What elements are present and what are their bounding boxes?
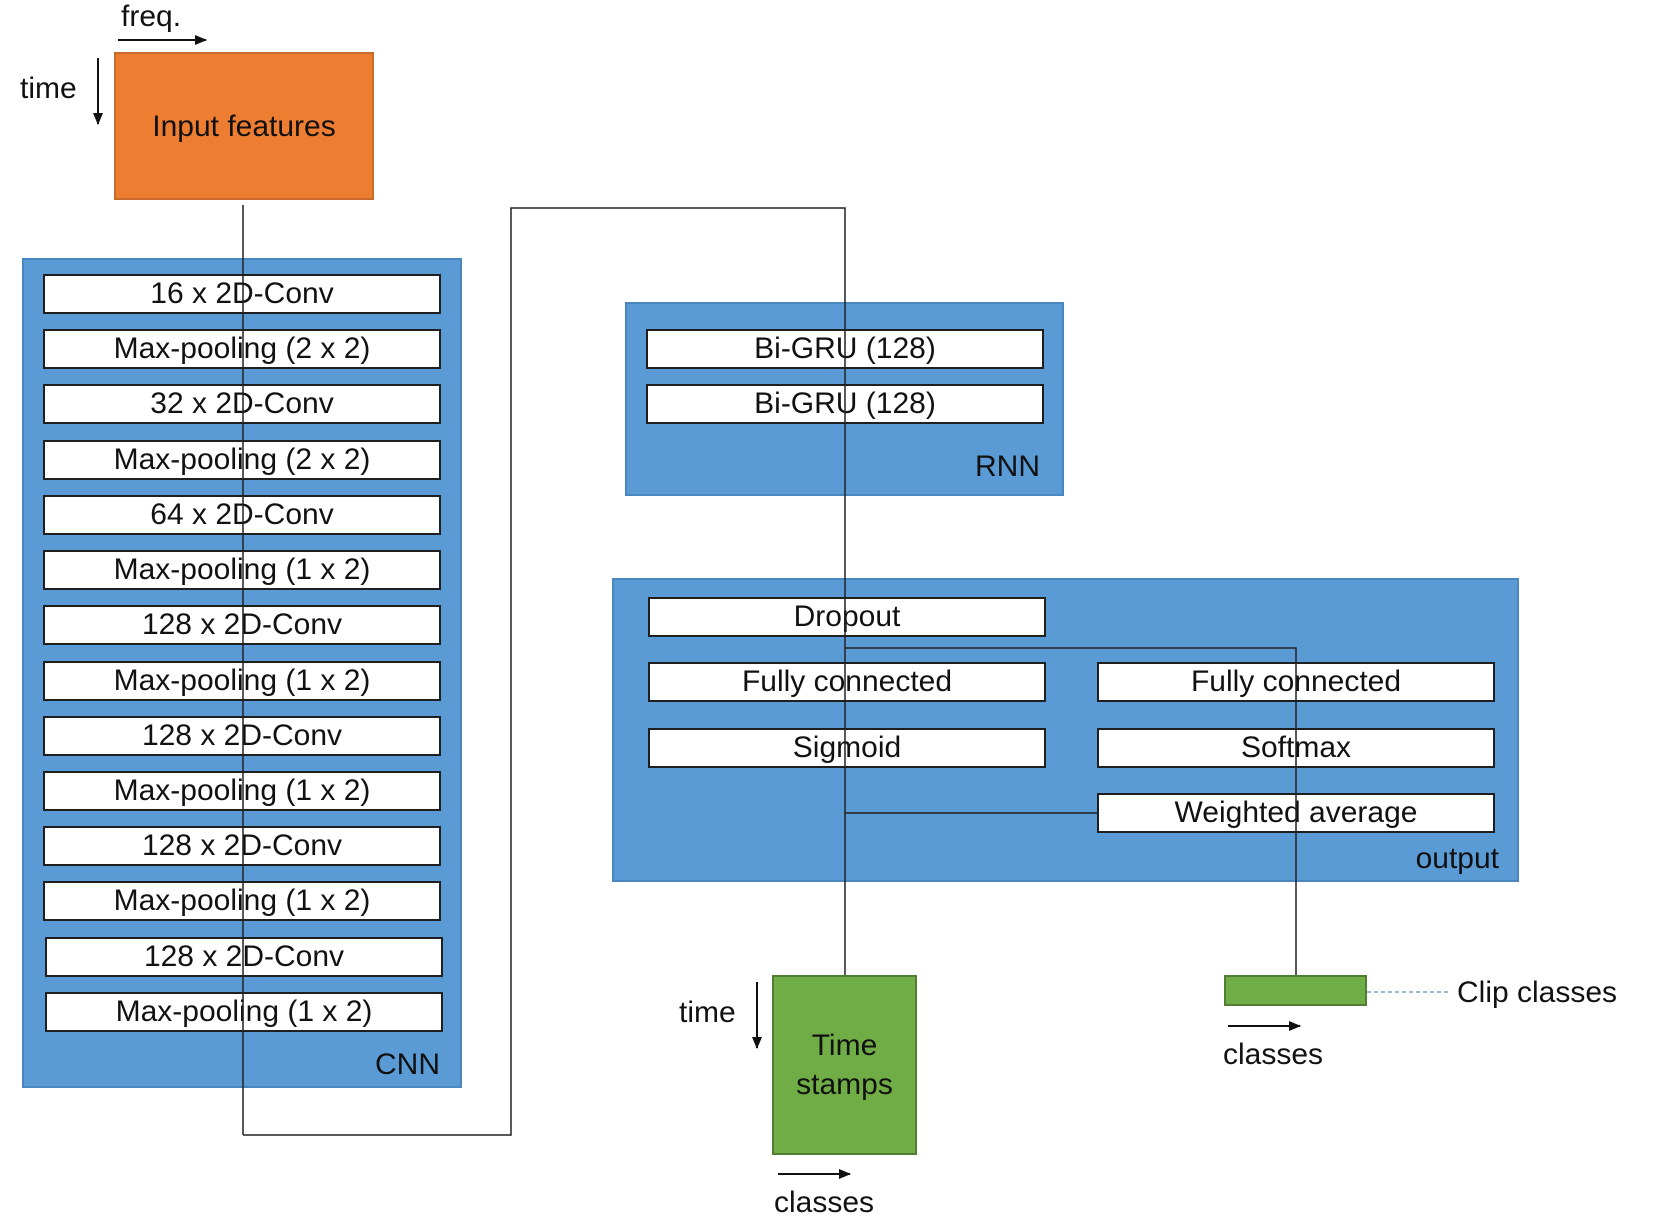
- cnn-layer-14: Max-pooling (1 x 2): [45, 992, 443, 1032]
- cnn-layer-3: 32 x 2D-Conv: [43, 384, 441, 424]
- clip-classes-node: [1224, 975, 1367, 1006]
- time-stamps-time-label: time: [679, 996, 736, 1029]
- cnn-layer-6: Max-pooling (1 x 2): [43, 550, 441, 590]
- cnn-layer-12: Max-pooling (1 x 2): [43, 881, 441, 921]
- rnn-layer-2: Bi-GRU (128): [646, 384, 1044, 424]
- cnn-layer-8: Max-pooling (1 x 2): [43, 661, 441, 701]
- clip-classes-label: Clip classes: [1457, 976, 1618, 1009]
- cnn-layer-11: 128 x 2D-Conv: [43, 826, 441, 866]
- time-axis-label: time: [20, 72, 77, 105]
- dropout-layer: Dropout: [648, 597, 1046, 637]
- time-stamps-label: Time stamps: [796, 1029, 893, 1101]
- cnn-label: CNN: [375, 1048, 440, 1081]
- output-label: output: [1415, 842, 1499, 875]
- cnn-layer-9: 128 x 2D-Conv: [43, 716, 441, 756]
- cnn-layer-1: 16 x 2D-Conv: [43, 274, 441, 314]
- cnn-layer-7: 128 x 2D-Conv: [43, 605, 441, 645]
- rnn-label: RNN: [975, 450, 1040, 483]
- time-stamps-node: Time stamps: [772, 975, 917, 1155]
- cnn-layer-5: 64 x 2D-Conv: [43, 495, 441, 535]
- cnn-layer-13: 128 x 2D-Conv: [45, 937, 443, 977]
- clip-classes-axis-label: classes: [1223, 1038, 1324, 1071]
- cnn-layer-10: Max-pooling (1 x 2): [43, 771, 441, 811]
- cnn-layer-2: Max-pooling (2 x 2): [43, 329, 441, 369]
- fully-connected-left-layer: Fully connected: [648, 662, 1046, 702]
- input-features-node: Input features: [114, 52, 374, 200]
- rnn-layer-1: Bi-GRU (128): [646, 329, 1044, 369]
- softmax-layer: Softmax: [1097, 728, 1495, 768]
- weighted-average-layer: Weighted average: [1097, 793, 1495, 833]
- freq-axis-label: freq.: [121, 0, 182, 33]
- time-stamps-classes-label: classes: [774, 1186, 875, 1219]
- input-features-label: Input features: [152, 109, 336, 143]
- fully-connected-right-layer: Fully connected: [1097, 662, 1495, 702]
- sigmoid-layer: Sigmoid: [648, 728, 1046, 768]
- cnn-layer-4: Max-pooling (2 x 2): [43, 440, 441, 480]
